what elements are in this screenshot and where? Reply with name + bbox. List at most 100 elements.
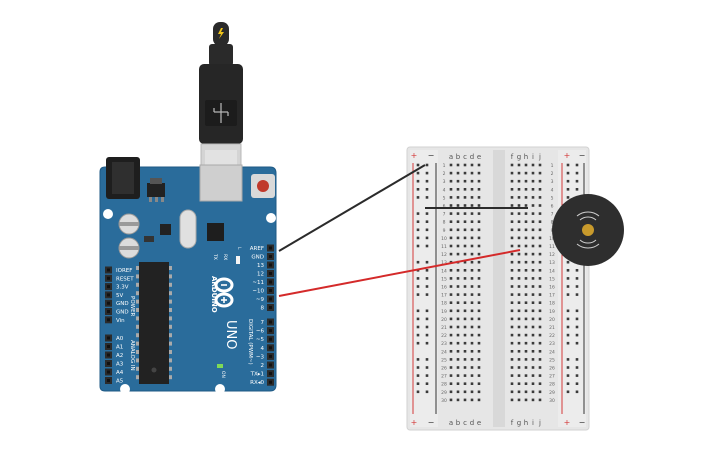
breadboard-hole[interactable] (517, 382, 521, 385)
rail-hole[interactable] (425, 188, 429, 191)
breadboard-hole[interactable] (517, 179, 521, 183)
rail-hole[interactable] (416, 277, 420, 280)
breadboard-hole[interactable] (531, 220, 535, 223)
breadboard-hole[interactable] (510, 350, 514, 353)
breadboard-hole[interactable] (510, 301, 514, 304)
rail-hole[interactable] (416, 220, 420, 223)
breadboard-hole[interactable] (510, 252, 514, 256)
rail-hole[interactable] (416, 374, 420, 377)
breadboard-hole[interactable] (524, 325, 528, 329)
breadboard-hole[interactable] (510, 171, 514, 175)
breadboard-hole[interactable] (524, 390, 528, 394)
breadboard-hole[interactable] (538, 325, 542, 329)
breadboard-hole[interactable] (449, 350, 453, 353)
breadboard-hole[interactable] (470, 196, 474, 199)
rail-hole[interactable] (575, 163, 579, 167)
breadboard-hole[interactable] (510, 341, 514, 345)
breadboard-hole[interactable] (524, 398, 528, 402)
rail-hole[interactable] (416, 196, 420, 199)
breadboard-hole[interactable] (538, 309, 542, 313)
breadboard-hole[interactable] (470, 236, 474, 240)
rail-hole[interactable] (425, 260, 429, 264)
breadboard-hole[interactable] (538, 277, 542, 280)
breadboard-hole[interactable] (517, 398, 521, 402)
breadboard-hole[interactable] (470, 382, 474, 385)
breadboard-hole[interactable] (456, 196, 460, 199)
breadboard-hole[interactable] (456, 398, 460, 402)
breadboard-hole[interactable] (531, 366, 535, 369)
breadboard-hole[interactable] (510, 163, 514, 167)
breadboard-hole[interactable] (470, 171, 474, 175)
breadboard-hole[interactable] (456, 366, 460, 369)
breadboard-hole[interactable] (524, 341, 528, 345)
breadboard-hole[interactable] (531, 228, 535, 232)
rail-hole[interactable] (566, 317, 570, 321)
breadboard-hole[interactable] (463, 301, 467, 304)
rail-hole[interactable] (416, 366, 420, 369)
breadboard-hole[interactable] (470, 358, 474, 361)
breadboard-hole[interactable] (538, 212, 542, 215)
breadboard-hole[interactable] (524, 220, 528, 223)
breadboard-hole[interactable] (477, 220, 481, 223)
rail-hole[interactable] (416, 382, 420, 385)
breadboard-hole[interactable] (477, 212, 481, 215)
rail-hole[interactable] (575, 358, 579, 361)
breadboard-hole[interactable] (449, 382, 453, 385)
rail-hole[interactable] (566, 269, 570, 272)
rail-hole[interactable] (416, 171, 420, 175)
rail-hole[interactable] (416, 188, 420, 191)
breadboard-hole[interactable] (524, 260, 528, 264)
rail-hole[interactable] (425, 341, 429, 345)
breadboard-hole[interactable] (538, 293, 542, 296)
breadboard-hole[interactable] (470, 188, 474, 191)
breadboard-hole[interactable] (463, 220, 467, 223)
breadboard-hole[interactable] (463, 382, 467, 385)
breadboard-hole[interactable] (456, 301, 460, 304)
breadboard-hole[interactable] (538, 220, 542, 223)
breadboard-hole[interactable] (524, 244, 528, 248)
piezo-buzzer[interactable] (552, 194, 624, 266)
breadboard-hole[interactable] (510, 179, 514, 183)
rail-hole[interactable] (416, 163, 420, 167)
rail-hole[interactable] (566, 293, 570, 296)
breadboard-hole[interactable] (463, 244, 467, 248)
breadboard-hole[interactable] (524, 163, 528, 167)
breadboard-hole[interactable] (524, 350, 528, 353)
breadboard-hole[interactable] (510, 398, 514, 402)
breadboard-hole[interactable] (463, 374, 467, 377)
breadboard-hole[interactable] (477, 333, 481, 337)
breadboard-hole[interactable] (463, 350, 467, 353)
rail-hole[interactable] (416, 179, 420, 183)
breadboard-hole[interactable] (531, 398, 535, 402)
rail-hole[interactable] (425, 358, 429, 361)
rail-hole[interactable] (575, 382, 579, 385)
rail-hole[interactable] (425, 171, 429, 175)
breadboard-hole[interactable] (531, 317, 535, 321)
breadboard-hole[interactable] (531, 293, 535, 296)
breadboard-hole[interactable] (510, 269, 514, 272)
breadboard-hole[interactable] (449, 236, 453, 240)
breadboard-hole[interactable] (449, 196, 453, 199)
breadboard-hole[interactable] (449, 244, 453, 248)
breadboard-hole[interactable] (470, 269, 474, 272)
breadboard-hole[interactable] (538, 163, 542, 167)
breadboard-hole[interactable] (449, 188, 453, 191)
rail-hole[interactable] (566, 333, 570, 337)
breadboard-hole[interactable] (470, 301, 474, 304)
rail-hole[interactable] (575, 317, 579, 321)
rail-hole[interactable] (575, 285, 579, 288)
breadboard-hole[interactable] (456, 220, 460, 223)
breadboard-hole[interactable] (470, 260, 474, 264)
rail-hole[interactable] (425, 293, 429, 296)
breadboard-hole[interactable] (524, 277, 528, 280)
rail-hole[interactable] (425, 220, 429, 223)
rail-hole[interactable] (425, 244, 429, 248)
breadboard-hole[interactable] (470, 374, 474, 377)
rail-hole[interactable] (566, 260, 570, 264)
breadboard-hole[interactable] (524, 317, 528, 321)
breadboard-hole[interactable] (524, 188, 528, 191)
breadboard-hole[interactable] (524, 366, 528, 369)
breadboard-hole[interactable] (510, 325, 514, 329)
